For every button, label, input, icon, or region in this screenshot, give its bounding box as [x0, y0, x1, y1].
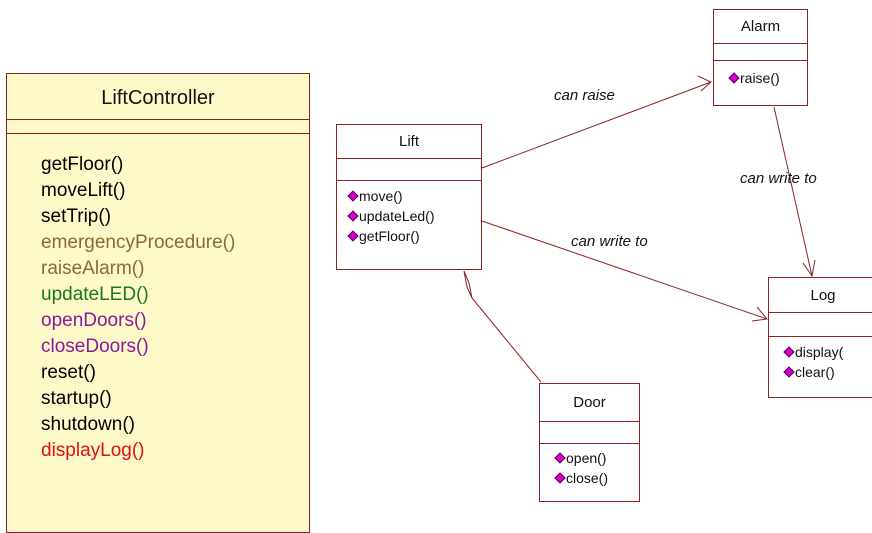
- operation-icon: [783, 366, 795, 378]
- alarm-log-association[interactable]: [773, 106, 813, 277]
- operation: shutdown(): [41, 414, 135, 435]
- operation-icon: [554, 452, 566, 464]
- door-class[interactable]: Door open() close(): [539, 383, 640, 502]
- operation: display(: [783, 342, 872, 362]
- lift-log-association[interactable]: [481, 220, 768, 320]
- alarm-class-attributes: [714, 44, 807, 61]
- lift-class-attributes: [337, 159, 481, 181]
- lift-class-operations: move() updateLed() getFloor(): [337, 181, 481, 246]
- operation: updateLED(): [41, 284, 149, 305]
- aggregation-diamond: [463, 270, 473, 299]
- operation: moveLift(): [41, 180, 126, 201]
- operation-label: close(): [566, 470, 609, 486]
- operation: reset(): [41, 362, 96, 383]
- operation: setTrip(): [41, 206, 112, 227]
- operation: close(): [554, 468, 639, 488]
- operation-label: clear(): [795, 364, 835, 380]
- operation-icon: [728, 72, 740, 84]
- door-class-operations: open() close(): [540, 444, 639, 488]
- alarm-class[interactable]: Alarm raise(): [713, 9, 808, 106]
- lift-log-arrowhead: [751, 306, 768, 322]
- operation: getFloor(): [41, 154, 124, 175]
- lift-alarm-arrowhead: [697, 75, 712, 92]
- operation-label: updateLed(): [359, 208, 435, 224]
- lift-controller-operations: getFloor() moveLift() setTrip() emergenc…: [7, 134, 309, 464]
- operation-label: display(: [795, 344, 844, 360]
- door-class-name: Door: [540, 384, 639, 422]
- operation: getFloor(): [347, 226, 481, 246]
- lift-door-aggregation[interactable]: [471, 297, 542, 383]
- log-class-attributes: [769, 313, 872, 337]
- operation-label: getFloor(): [359, 228, 420, 244]
- lift-class-name: Lift: [337, 125, 481, 159]
- operation: clear(): [783, 362, 872, 382]
- alarm-class-name: Alarm: [714, 10, 807, 44]
- log-class-operations: display( clear(): [769, 337, 872, 382]
- operation: displayLog(): [41, 440, 145, 461]
- lift-alarm-association[interactable]: [481, 81, 712, 169]
- lift-class[interactable]: Lift move() updateLed() getFloor(): [336, 124, 482, 270]
- operation: openDoors(): [41, 310, 147, 331]
- operation-icon: [783, 346, 795, 358]
- operation: raise(): [728, 68, 807, 88]
- operation-label: open(): [566, 450, 607, 466]
- door-class-attributes: [540, 422, 639, 444]
- alarm-log-arrowhead: [802, 259, 816, 278]
- operation-label: move(): [359, 188, 403, 204]
- operation-label: raise(): [740, 70, 780, 86]
- operation: closeDoors(): [41, 336, 149, 357]
- lift-controller-name: LiftController: [7, 74, 309, 120]
- log-class[interactable]: Log display( clear(): [768, 277, 872, 398]
- operation: raiseAlarm(): [41, 258, 145, 279]
- operation-icon: [554, 472, 566, 484]
- lift-controller-attributes: [7, 120, 309, 134]
- operation-icon: [347, 210, 359, 222]
- lift-alarm-label: can raise: [554, 87, 615, 104]
- alarm-class-operations: raise(): [714, 61, 807, 88]
- operation: emergencyProcedure(): [41, 232, 236, 253]
- operation: updateLed(): [347, 206, 481, 226]
- operation: startup(): [41, 388, 112, 409]
- operation-icon: [347, 230, 359, 242]
- operation: move(): [347, 186, 481, 206]
- alarm-log-label: can write to: [740, 170, 817, 187]
- log-class-name: Log: [769, 278, 872, 313]
- lift-log-label: can write to: [571, 233, 648, 250]
- lift-controller-class[interactable]: LiftController getFloor() moveLift() set…: [6, 73, 310, 533]
- operation-icon: [347, 190, 359, 202]
- operation: open(): [554, 448, 639, 468]
